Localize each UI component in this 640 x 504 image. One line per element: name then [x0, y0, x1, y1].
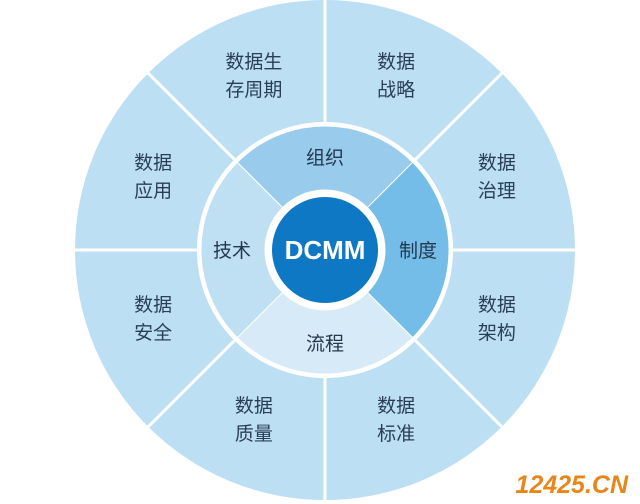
outer-separator	[414, 339, 505, 430]
outer-ring-separators	[73, 0, 577, 502]
inner-segment-label: 组织	[306, 147, 344, 169]
outer-segment-label: 数据安全	[134, 294, 172, 344]
dcmm-core-label: DCMM	[285, 235, 366, 265]
outer-segment-label: 数据生存周期	[225, 51, 282, 101]
outer-segment	[415, 73, 575, 251]
dcmm-core	[272, 197, 378, 303]
outer-segment	[148, 340, 325, 500]
outer-segment-label: 数据治理	[478, 152, 516, 202]
outer-segment	[415, 250, 575, 427]
inner-segment-label: 流程	[306, 333, 344, 355]
outer-segment-label: 数据架构	[478, 294, 516, 344]
outer-ring	[74, 0, 575, 500]
outer-segment-label: 数据标准	[377, 395, 415, 445]
outer-segment	[148, 0, 325, 160]
outer-separator	[145, 339, 236, 430]
inner-segment-label: 技术	[213, 240, 251, 262]
inner-segment-label: 制度	[399, 240, 437, 262]
watermark-text: 12425.CN	[515, 471, 629, 499]
outer-separator	[414, 70, 505, 161]
outer-segment	[325, 340, 502, 500]
outer-segment	[75, 73, 235, 251]
outer-segment-label: 数据战略	[377, 51, 415, 101]
outer-segment-label: 数据质量	[235, 395, 273, 445]
outer-separator	[145, 70, 236, 161]
outer-segment-label: 数据应用	[134, 152, 172, 202]
outer-segment	[325, 0, 502, 160]
outer-segment	[74, 250, 235, 427]
